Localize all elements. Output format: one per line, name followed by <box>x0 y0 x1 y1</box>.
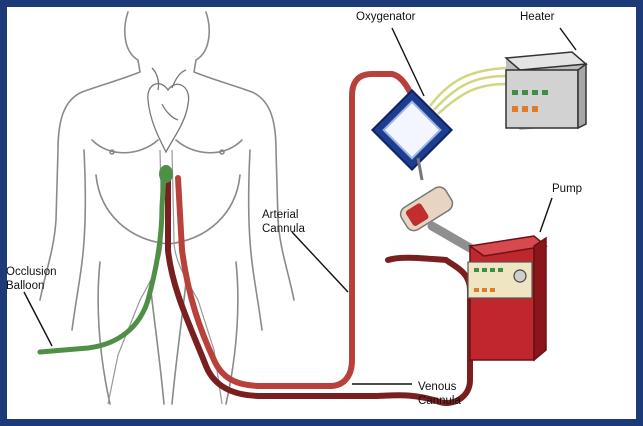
oxygenator-label: Oxygenator <box>356 11 416 23</box>
arterial-cannula-line <box>175 71 415 389</box>
label-leaders <box>23 27 577 385</box>
oxygenator-device <box>370 88 454 172</box>
venous-cannula-line <box>165 173 473 406</box>
venous-cannula-label-line2: Cannula <box>418 395 461 407</box>
occlusion-balloon-label-line2: Balloon <box>6 280 45 292</box>
pump-label: Pump <box>552 183 583 195</box>
occlusion-balloon-catheter <box>37 173 167 355</box>
arterial-cannula-label-line2: Cannula <box>262 223 305 235</box>
arterial-cannula-label-line1: Arterial <box>262 209 299 221</box>
heater-label: Heater <box>520 11 555 23</box>
pump-connector <box>399 157 475 253</box>
pump-device <box>467 235 548 362</box>
heart-illustration <box>147 67 190 154</box>
occlusion-balloon <box>159 165 173 183</box>
venous-cannula-label-line1: Venous <box>418 381 457 393</box>
heater-lines <box>429 66 507 115</box>
heater-device <box>504 51 588 130</box>
occlusion-balloon-label-line1: Occlusion <box>6 266 57 278</box>
